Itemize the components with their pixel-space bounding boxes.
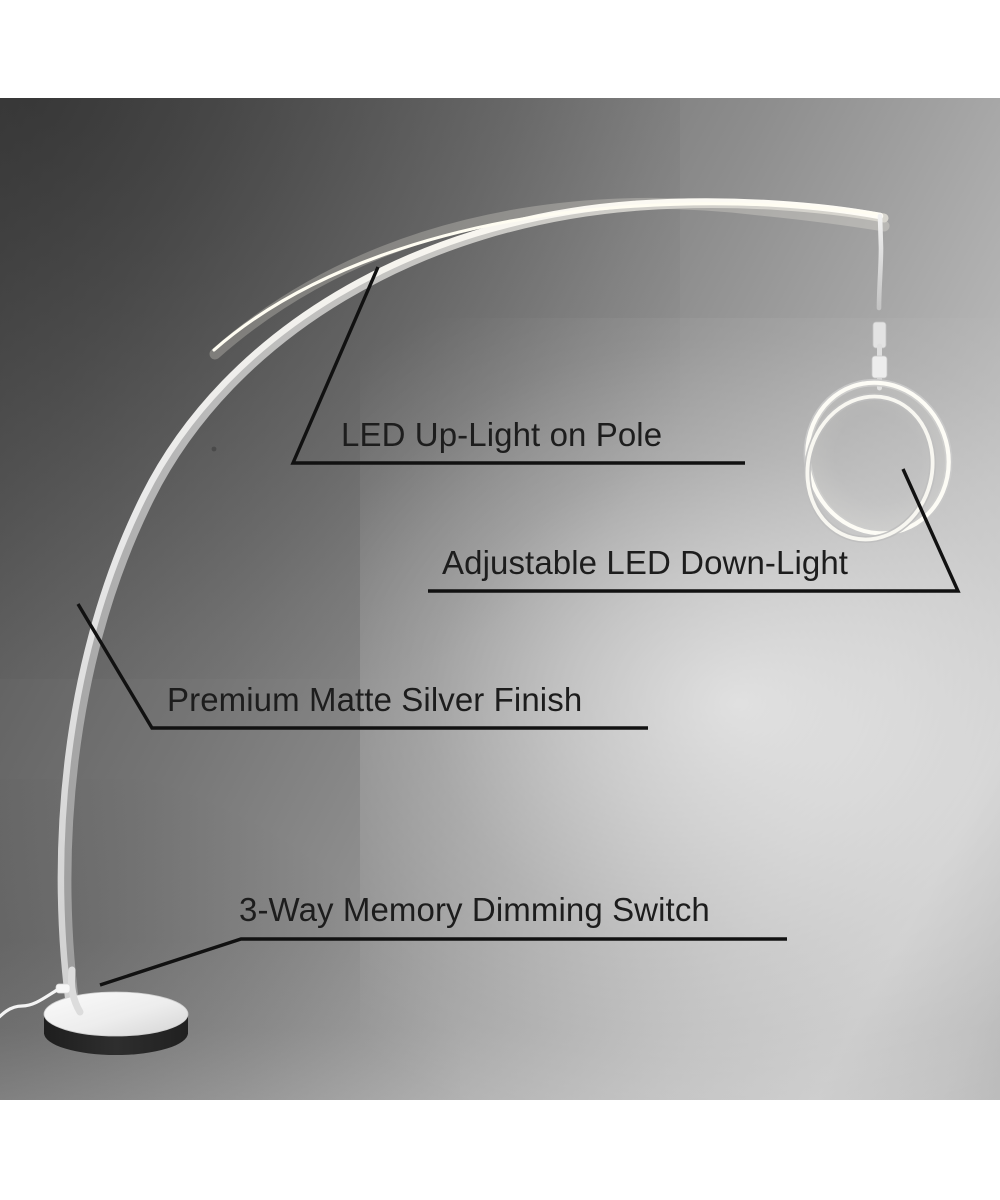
backdrop-gradient [0, 98, 1000, 1100]
callout-label-adjustable-down-light: Adjustable LED Down-Light [442, 544, 849, 581]
lamp-photo [0, 98, 1000, 1100]
callout-label-led-up-light: LED Up-Light on Pole [341, 416, 663, 453]
callout-label-premium-matte-silver-finish: Premium Matte Silver Finish [167, 681, 583, 718]
callout-label-dimming-switch: 3-Way Memory Dimming Switch [239, 891, 710, 928]
